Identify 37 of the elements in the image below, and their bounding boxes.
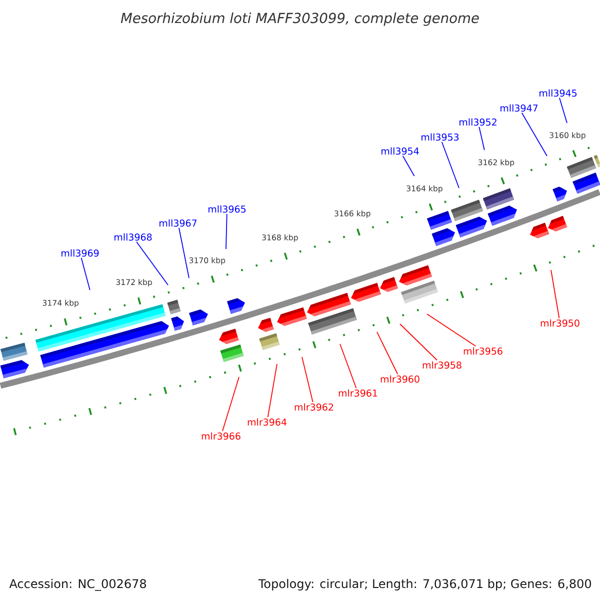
gene-label: mll3965 (208, 205, 246, 213)
leader-line (376, 332, 398, 375)
gene-label: mll3954 (382, 147, 419, 155)
leader-line (80, 257, 90, 290)
leader-line (521, 112, 548, 156)
leader-line (340, 344, 357, 389)
leader-line (302, 356, 314, 403)
leader-line (550, 270, 560, 319)
leader-line (559, 97, 568, 124)
gene-label: mlr3960 (380, 375, 420, 383)
leader-line (178, 227, 190, 278)
gene-label: mll3947 (500, 104, 538, 112)
gene-label: mll3952 (460, 118, 496, 126)
footer-text: Topology: circular; Length: 7,036,071 bp; Genes: 6,800 (258, 578, 592, 590)
footer-text: Accession: NC_002678 (9, 578, 146, 591)
leader-line (400, 324, 438, 361)
gene-label: mll3968 (114, 233, 152, 241)
leader-line (402, 155, 415, 176)
gene-label: mlr3956 (464, 347, 502, 355)
gene-label: mll3969 (62, 249, 99, 257)
leader-line (226, 213, 228, 250)
leader-line (426, 314, 476, 347)
gene-label: mll3945 (540, 89, 577, 97)
title: Mesorhizobium loti MAFF303099, complete genome (120, 12, 479, 26)
leader-line (222, 376, 240, 432)
gene-label: mll3967 (160, 219, 197, 227)
gene-label: mll3953 (422, 133, 459, 141)
gene-label: mlr3966 (202, 432, 240, 440)
gene-label: mlr3964 (248, 418, 286, 426)
gene-label: mlr3958 (422, 361, 462, 369)
leader-line (478, 126, 485, 150)
leader-line (136, 241, 168, 286)
gene-label: mlr3962 (294, 403, 334, 411)
leader-line (441, 141, 460, 188)
gene-label: mlr3961 (338, 389, 378, 397)
leader-line (267, 364, 278, 418)
gene-label: mlr3950 (540, 319, 580, 327)
